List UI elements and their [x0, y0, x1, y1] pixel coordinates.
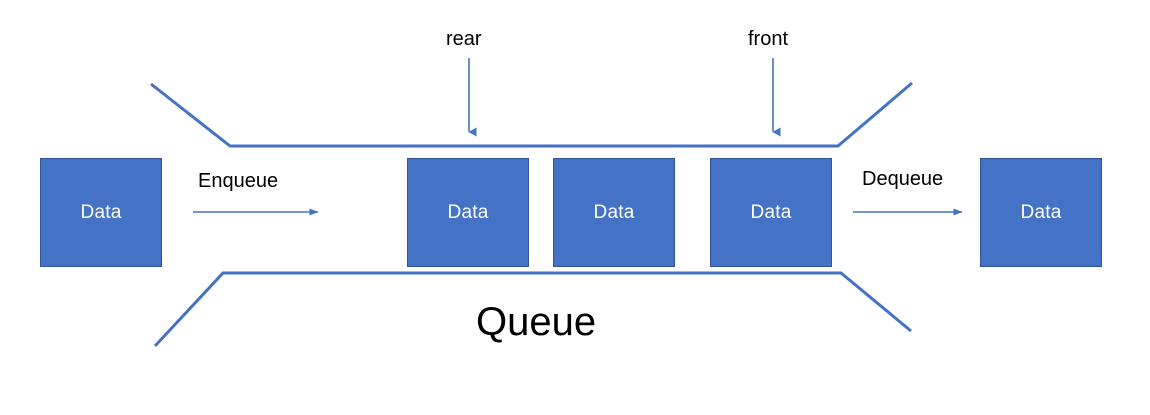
enqueue-label: Enqueue	[198, 170, 279, 192]
front-label: front	[748, 28, 789, 50]
data-box-label: Data	[80, 202, 122, 223]
data-box-label: Data	[750, 202, 792, 223]
data-box-incoming: Data	[40, 158, 162, 267]
data-box-label: Data	[1020, 202, 1062, 223]
dequeue-label: Dequeue	[862, 168, 944, 190]
data-box-queued-front: Data	[710, 158, 832, 267]
diagram-title: Queue	[476, 300, 597, 344]
rear-label: rear	[446, 28, 482, 50]
data-box-label: Data	[593, 202, 635, 223]
queue-top-rail-line	[150, 81, 913, 148]
data-box-outgoing: Data	[980, 158, 1102, 267]
queue-bottom-rail-line	[153, 271, 912, 348]
data-box-label: Data	[447, 202, 489, 223]
data-box-queued-middle: Data	[553, 158, 675, 267]
data-box-queued-rear: Data	[407, 158, 529, 267]
